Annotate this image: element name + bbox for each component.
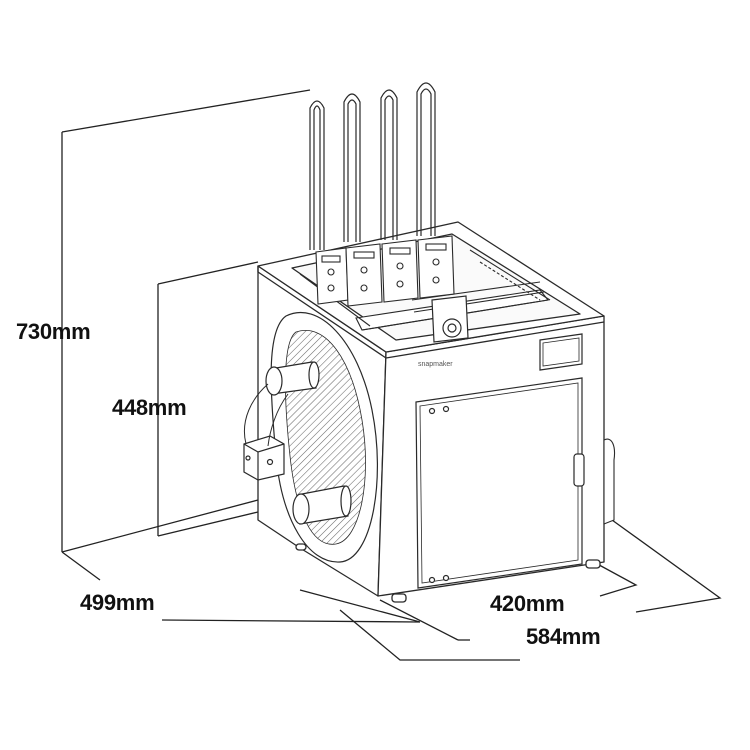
filament-sensor	[243, 435, 285, 481]
dimension-guides	[61, 89, 722, 661]
tube-1	[309, 100, 325, 250]
filament-tubes	[309, 82, 436, 250]
dimension-label-499: 499mm	[80, 590, 155, 615]
guide-499-left	[61, 551, 101, 581]
door-handle	[573, 453, 585, 487]
foot-right	[585, 559, 601, 569]
guide-448-top	[157, 261, 259, 285]
foot-back	[295, 543, 307, 551]
tube-4	[416, 82, 436, 236]
door	[415, 377, 583, 589]
dimension-label-420: 420mm	[490, 591, 565, 616]
feeder-2	[345, 243, 383, 307]
feeder-1	[315, 247, 349, 305]
tube-3-inner	[384, 95, 394, 240]
right-side-part	[603, 438, 616, 525]
guide-499-bottom	[161, 619, 421, 623]
dimension-label-448: 448mm	[112, 395, 187, 420]
tube-1-inner	[313, 105, 321, 250]
feeder-4	[417, 235, 455, 299]
brand-label: snapmaker	[418, 361, 453, 368]
guide-730-top	[61, 89, 311, 133]
print-head	[431, 295, 469, 343]
dimension-label-730: 730mm	[16, 319, 91, 344]
tube-2-inner	[347, 99, 357, 242]
tube-2	[343, 93, 361, 242]
foot-left	[391, 593, 407, 603]
front-details	[415, 333, 585, 589]
guide-584-a	[339, 609, 520, 661]
tube-3	[380, 89, 398, 240]
guide-730-base	[61, 499, 259, 553]
tube-4-inner	[420, 88, 432, 236]
spool-panel	[243, 311, 378, 563]
guide-584-b	[611, 519, 722, 613]
guide-420-a	[379, 599, 459, 641]
feeder-modules	[315, 235, 455, 307]
feeder-3	[381, 239, 419, 303]
guide-448-base	[157, 511, 259, 537]
guide-420-c	[589, 559, 638, 597]
touch-screen	[539, 333, 583, 371]
dimension-label-584: 584mm	[526, 624, 601, 649]
spool-holder-upper	[265, 361, 320, 396]
guide-499-right	[299, 589, 421, 623]
spool-holder-lower	[292, 485, 352, 525]
door-inner	[419, 382, 579, 584]
